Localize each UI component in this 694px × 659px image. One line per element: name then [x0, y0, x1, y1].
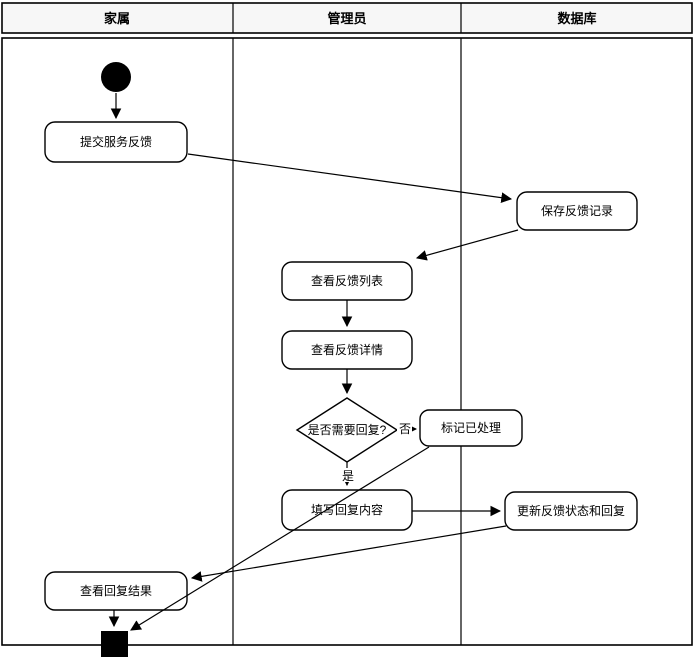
- label-update-status: 更新反馈状态和回复: [517, 503, 625, 518]
- label-mark-processed: 标记已处理: [441, 421, 501, 435]
- final-node: [101, 631, 128, 657]
- edge-label-yes-bg: [341, 468, 355, 482]
- activity-mark-processed: [419, 409, 523, 447]
- edge-submit-to-save: [187, 153, 513, 204]
- initial-node: [101, 62, 131, 92]
- edge-save-to-list: [415, 229, 519, 261]
- label-view-list: 查看反馈列表: [311, 274, 383, 288]
- edge-label-yes: 是: [342, 469, 354, 483]
- activity-save-record: [516, 191, 638, 231]
- diagram-nodes: [44, 62, 638, 657]
- label-view-result: 查看回复结果: [80, 584, 152, 598]
- edge-label-no: 否: [399, 422, 411, 436]
- edge-label-no-bg: [397, 421, 412, 436]
- activity-update-status: [504, 491, 638, 531]
- activity-fill-reply: [281, 489, 413, 531]
- lane-header-admin: 管理员: [327, 11, 366, 26]
- lane-header-family: 家属: [104, 11, 130, 26]
- diagram-edges: 否 是: [108, 93, 519, 631]
- label-save-record: 保存反馈记录: [541, 204, 613, 218]
- activity-view-result: [44, 571, 188, 611]
- lane-header-database: 数据库: [557, 11, 596, 26]
- label-decision: 是否需要回复?: [308, 423, 387, 437]
- label-submit-feedback: 提交服务反馈: [80, 134, 152, 149]
- node-labels: 提交服务反馈 保存反馈记录 查看反馈列表 查看反馈详情 是否需要回复? 标记已处…: [80, 134, 625, 598]
- edge-update-to-result: [190, 525, 507, 582]
- lane-header-band: [1, 2, 693, 34]
- label-view-detail: 查看反馈详情: [311, 342, 383, 357]
- label-fill-reply: 填写回复内容: [311, 502, 383, 517]
- edge-mark-to-end: [130, 446, 430, 631]
- activity-submit-feedback: [44, 121, 188, 163]
